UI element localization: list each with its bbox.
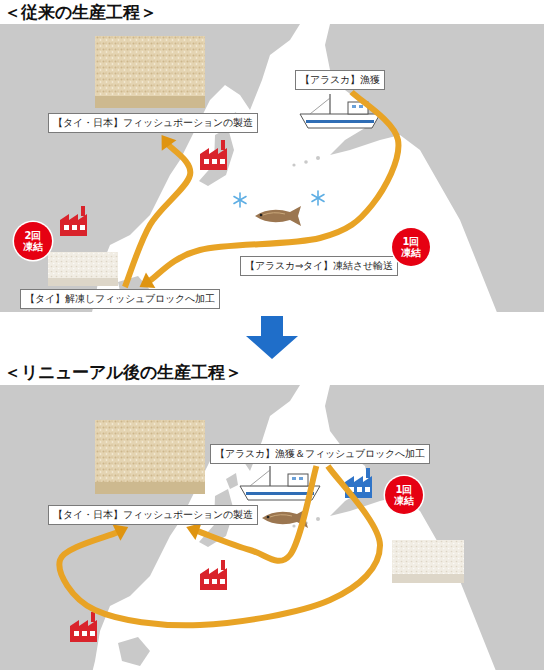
flow-line: [125, 145, 190, 287]
land: [0, 24, 544, 312]
block-side: [95, 482, 205, 494]
freeze-count-badge: 1回 凍結: [385, 476, 423, 514]
block-side: [95, 96, 205, 108]
arrow-head: [140, 273, 156, 288]
block-top: [95, 420, 205, 482]
arrow-head: [162, 135, 177, 151]
process-label: 【アラスカ】漁獲＆フィッシュブロックへ加工: [210, 444, 430, 464]
fish: [255, 206, 301, 226]
process-label: 【アラスカ⇒タイ】凍結させ輸送: [240, 256, 398, 276]
block-side: [392, 574, 464, 583]
flow-arrow: [125, 135, 190, 287]
node-text: 2回 凍結: [21, 230, 45, 252]
block-top: [392, 540, 464, 574]
chimney: [366, 468, 370, 478]
snowflake: [234, 193, 246, 207]
japan-factory: [200, 140, 227, 170]
fish-portion-photo: [95, 36, 205, 108]
process-label: 【タイ・日本】フィッシュポーションの製造: [48, 505, 258, 525]
node-text: 1回 凍結: [392, 484, 416, 506]
thai-factory: [70, 612, 97, 642]
snowflake: [312, 191, 324, 205]
node-text: 【アラスカ】漁獲: [300, 73, 380, 87]
section-heading: ＜従来の生産工程＞: [4, 1, 157, 23]
node-text: 【アラスカ⇒タイ】凍結させ輸送: [245, 259, 393, 273]
block-top: [48, 252, 118, 278]
process-label: 【タイ・日本】フィッシュポーションの製造: [48, 113, 258, 133]
thai-factory: [60, 206, 87, 236]
section-heading: ＜リニューアル後の生産工程＞: [4, 361, 242, 383]
node-text: 1回 凍結: [399, 236, 423, 258]
fish-block-photo: [48, 252, 118, 286]
arrow-head: [113, 525, 129, 541]
fish-block-photo: [392, 540, 464, 583]
land-masses: [0, 385, 544, 670]
arrow-head: [186, 523, 201, 540]
land: [0, 385, 544, 670]
fishing-ship: [300, 94, 380, 128]
process-label: 【アラスカ】漁獲: [295, 70, 385, 90]
node-text: 【タイ・日本】フィッシュポーションの製造: [53, 116, 253, 130]
freeze-count-badge: 2回 凍結: [14, 222, 52, 260]
node-text: 【アラスカ】漁獲＆フィッシュブロックへ加工: [215, 447, 425, 461]
window: [365, 487, 370, 492]
land-masses: [0, 24, 544, 312]
down-arrow: [246, 316, 298, 359]
flow-line: [59, 466, 380, 625]
block-top: [95, 36, 205, 96]
freeze-count-badge: 1回 凍結: [392, 228, 430, 266]
process-label: 【タイ】解凍しフィッシュブロックへ加工: [20, 289, 220, 309]
window: [357, 487, 362, 492]
fish-portion-photo: [95, 420, 205, 494]
japan-factory: [200, 560, 227, 590]
node-text: 【タイ・日本】フィッシュポーションの製造: [53, 508, 253, 522]
block-side: [48, 278, 118, 286]
flow-arrow: [59, 466, 380, 625]
node-text: 【タイ】解凍しフィッシュブロックへ加工: [25, 292, 215, 306]
